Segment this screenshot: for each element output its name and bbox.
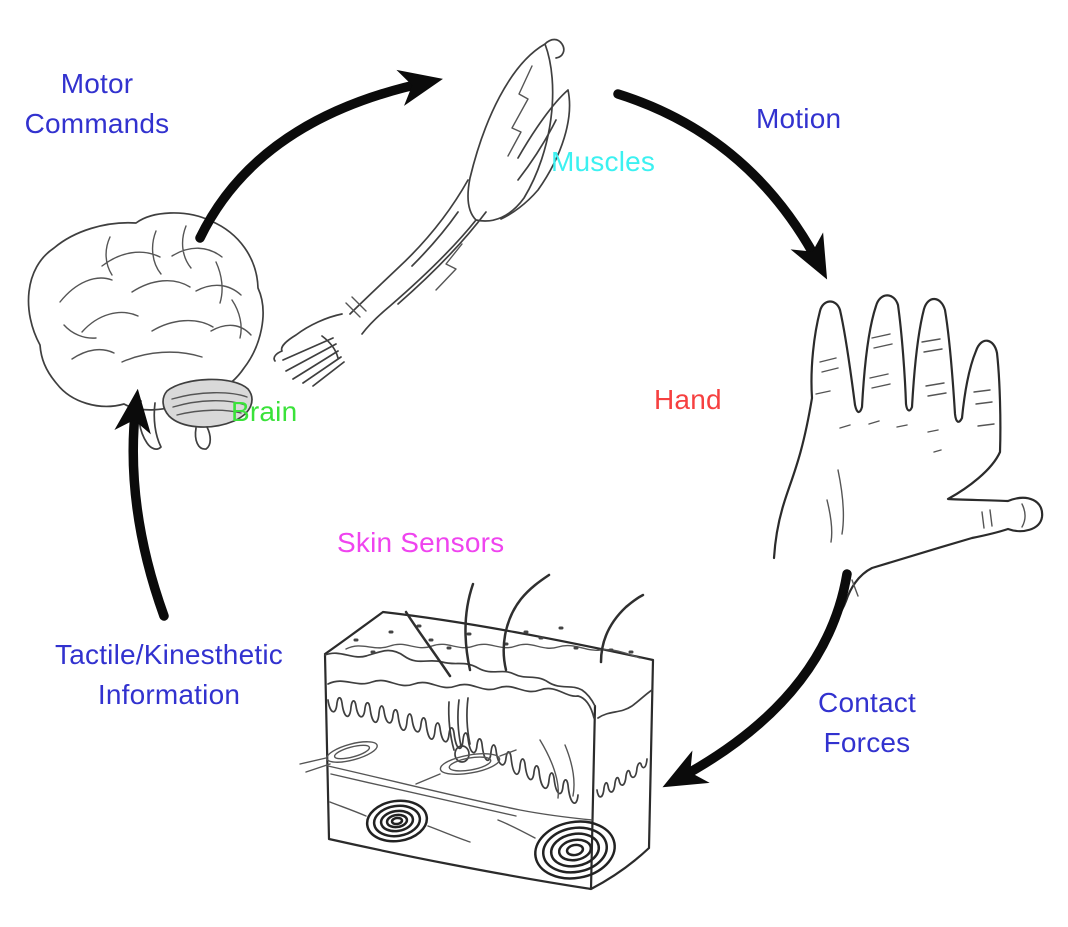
- hairs: [404, 573, 645, 678]
- arrow-muscles-to-hand: [613, 89, 828, 280]
- label-skin-sensors: Skin Sensors: [337, 527, 505, 558]
- label-contact-forces: Contact Forces: [818, 687, 916, 758]
- meissner-corpuscle-mid: [439, 753, 501, 775]
- skin-block-sketch: [299, 573, 655, 891]
- brain-sketch: [27, 212, 264, 450]
- hair-follicle: [447, 697, 471, 751]
- epidermis-line: [327, 679, 595, 719]
- nerve-endings-left: [299, 757, 331, 773]
- forearm-striations: [345, 243, 463, 318]
- meissner-corpuscle-left: [326, 741, 378, 763]
- muscles-arm-sketch: [273, 38, 571, 387]
- hand-outline: [772, 294, 1044, 621]
- skin-block-edges: [323, 610, 655, 891]
- label-brain: Brain: [231, 396, 298, 427]
- dermis-boundary: [327, 765, 593, 821]
- right-face-ridges: [596, 689, 653, 798]
- label-motion: Motion: [756, 103, 842, 134]
- palm-creases: [826, 469, 859, 597]
- brain-outline: [27, 212, 264, 411]
- brain-gyri: [59, 225, 252, 363]
- pacinian-corpuscle-right: [534, 820, 616, 880]
- muscle-striations: [507, 65, 533, 157]
- triceps-muscle: [500, 89, 571, 220]
- label-hand: Hand: [654, 384, 722, 415]
- pacinian-corpuscle-left: [365, 799, 429, 843]
- biceps-muscle: [467, 38, 565, 222]
- arrow-skin-sensors-to-brain: [114, 388, 169, 621]
- arrow-hand-to-skin-sensors: [662, 569, 852, 788]
- label-muscles: Muscles: [551, 146, 656, 177]
- cerebellum: [162, 378, 253, 428]
- arrow-brain-to-muscles: [195, 69, 443, 243]
- skin-surface-edge: [324, 649, 596, 707]
- knuckle-marks: [839, 420, 942, 453]
- arm-hand: [273, 313, 345, 387]
- cerebellum-folds: [171, 392, 248, 416]
- follicle-bulb: [454, 745, 470, 763]
- label-motor-commands: Motor Commands: [24, 68, 170, 139]
- corpuscle-nerves: [329, 801, 536, 843]
- stubble-dots: [353, 624, 634, 654]
- skin-surface-texture: [345, 643, 641, 659]
- nerve-endings-mid: [415, 739, 575, 799]
- forearm: [349, 179, 487, 335]
- rete-ridges: [327, 696, 579, 804]
- hand-sketch: [772, 294, 1044, 621]
- label-tactile-kinesthetic-information: Tactile/Kinesthetic Information: [55, 639, 283, 710]
- finger-creases: [815, 333, 1026, 529]
